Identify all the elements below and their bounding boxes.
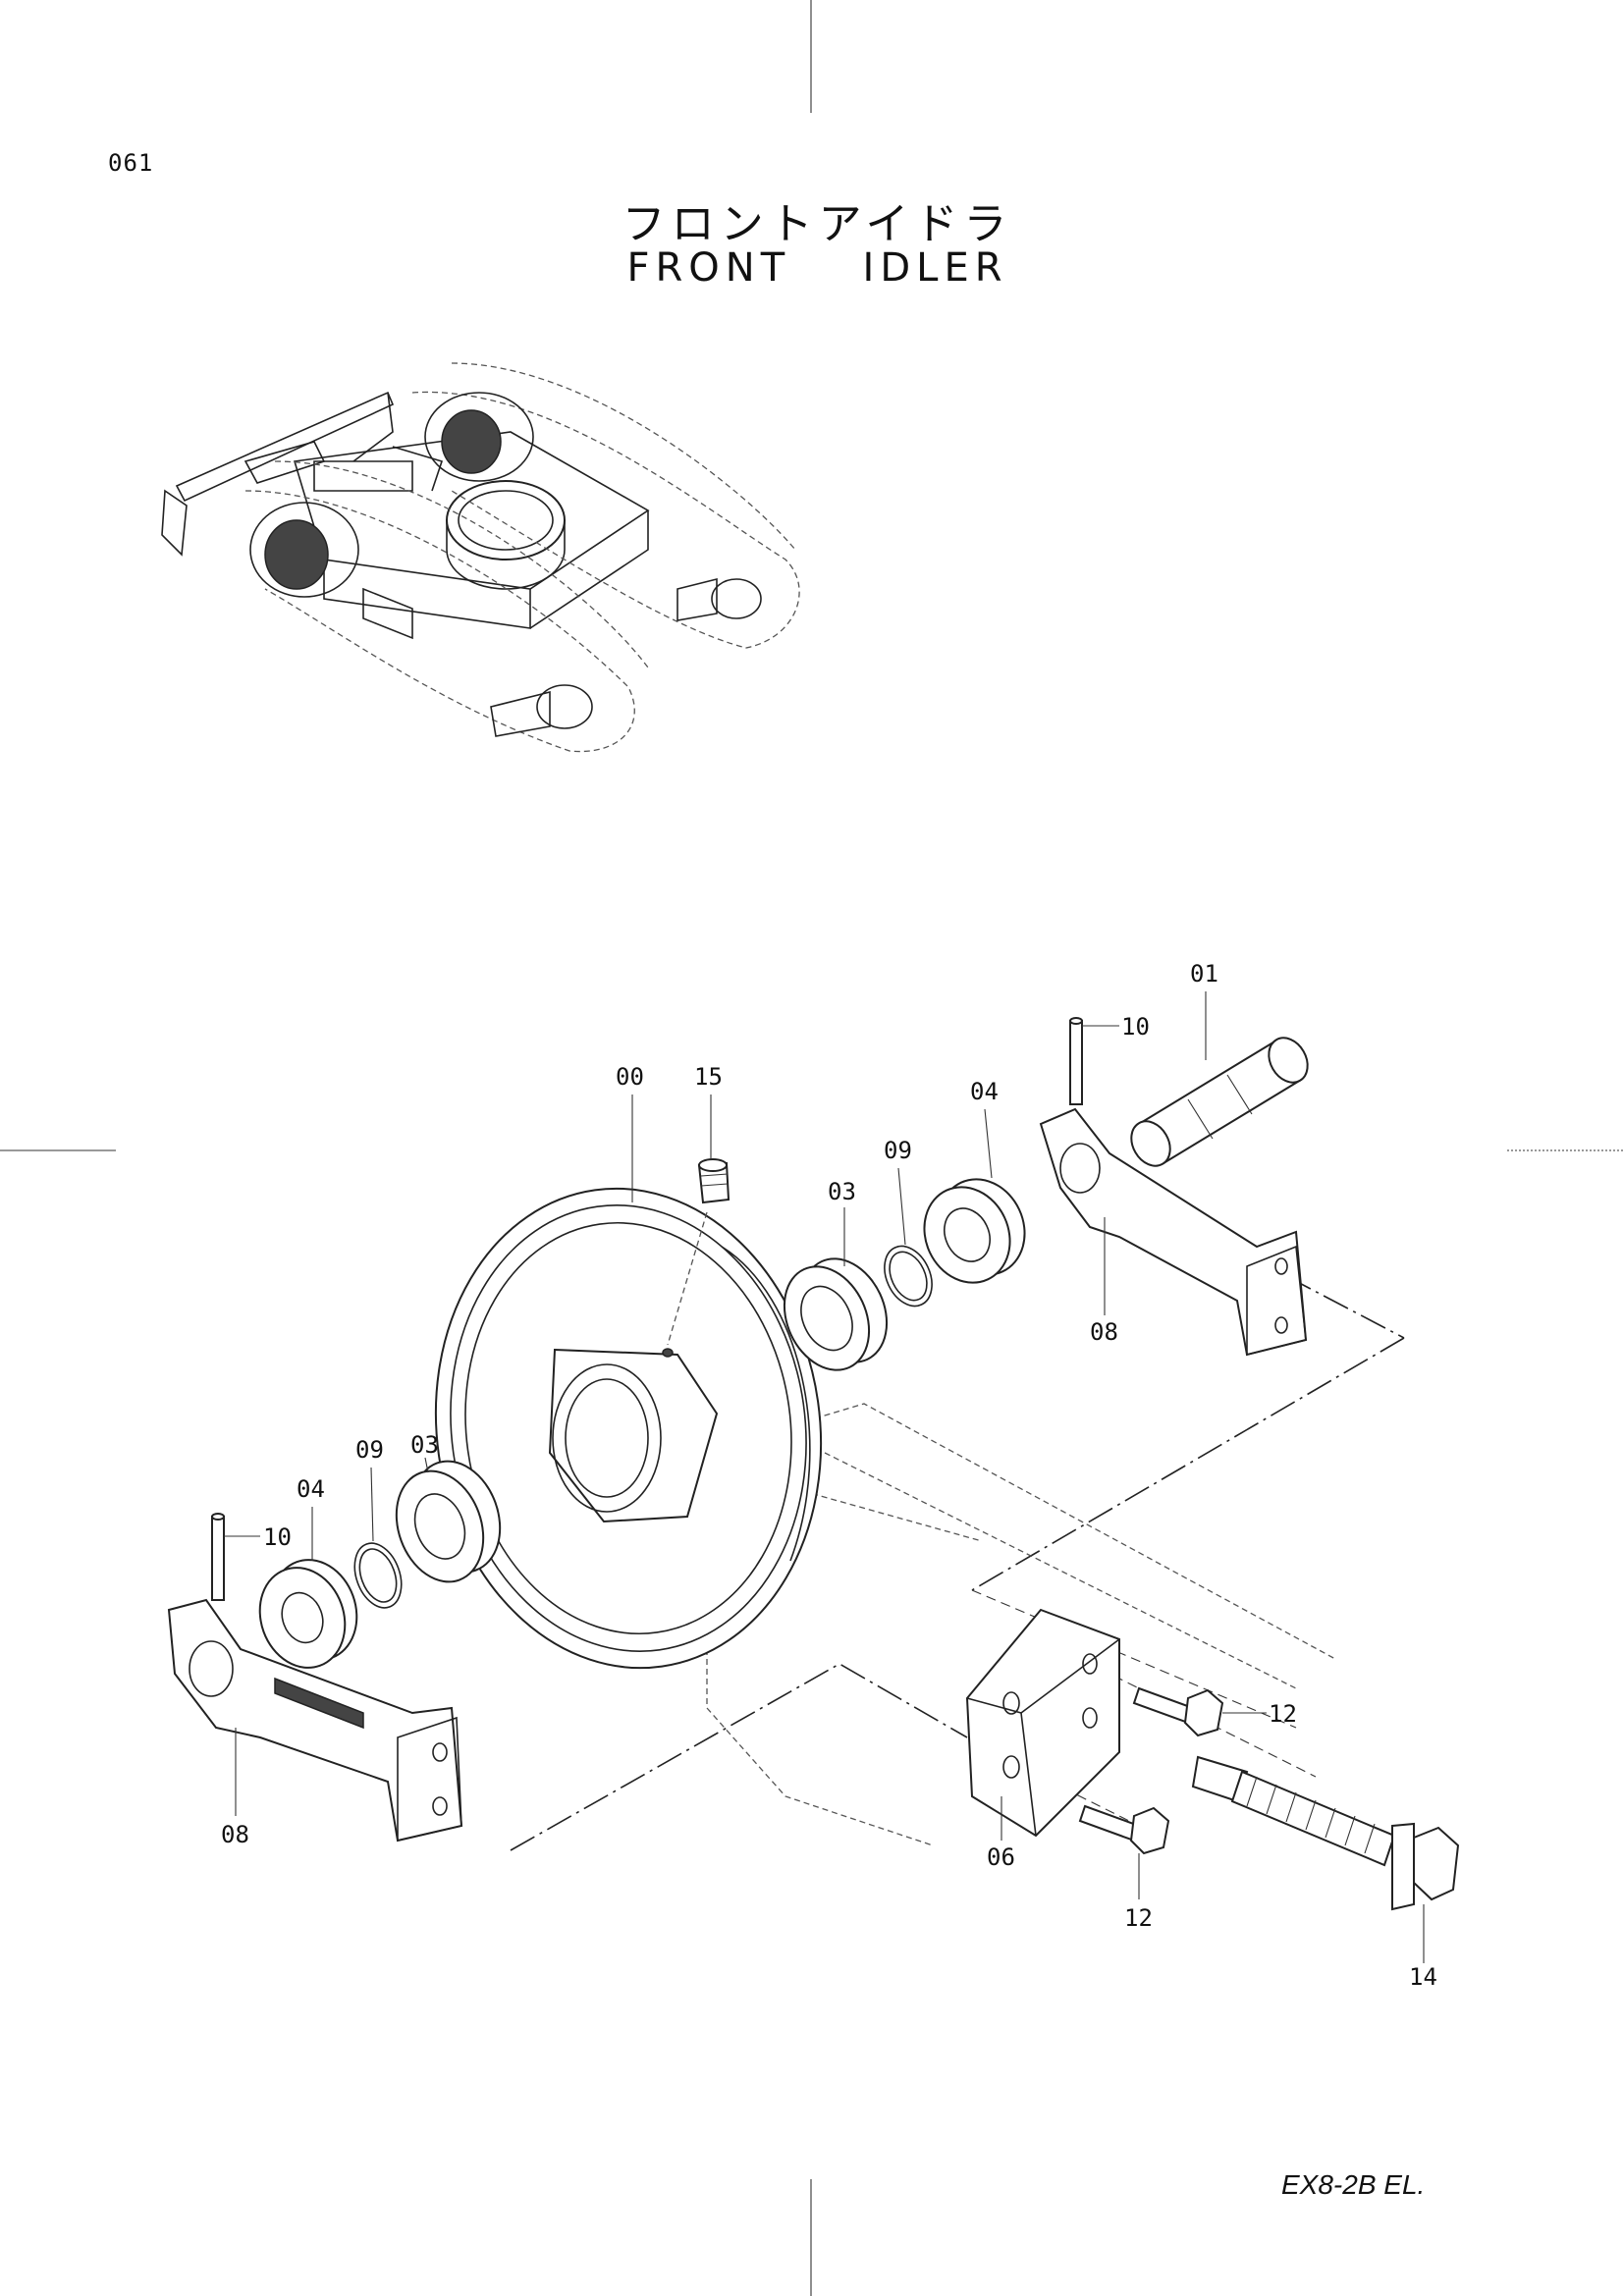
title-japanese: フロントアイドラ: [0, 188, 1623, 251]
callout-09-left: 09: [355, 1436, 384, 1464]
spring-pin-left: [211, 1513, 225, 1601]
callout-10-right: 10: [1121, 1013, 1150, 1041]
seal-left: [258, 1559, 358, 1669]
bolt-lower: [1078, 1804, 1170, 1855]
snap-ring-left: [353, 1542, 403, 1609]
callout-09-right: 09: [884, 1137, 912, 1164]
title-japanese-text: フロントアイドラ: [622, 199, 1013, 249]
model-code: EX8-2B EL.: [1281, 2169, 1426, 2200]
callout-10-left: 10: [263, 1523, 292, 1551]
callout-14: 14: [1409, 1963, 1437, 1991]
callout-leaders: [224, 991, 1425, 1963]
adjuster-bolt: [1191, 1755, 1460, 1911]
callout-01: 01: [1190, 960, 1218, 988]
bracket-left: [167, 1598, 463, 1842]
callout-labels: 00 15 03 09 04 01 10 08 03 09 04 10 08 0…: [221, 960, 1437, 1991]
page-number: 061: [108, 149, 154, 177]
callout-03-right: 03: [828, 1178, 856, 1205]
callout-00: 00: [616, 1063, 644, 1091]
callout-12-upper: 12: [1269, 1700, 1297, 1728]
snap-ring-right: [884, 1245, 933, 1308]
idler-wheel: [434, 1187, 823, 1670]
bearing-right: [783, 1257, 889, 1371]
plug-part: [667, 1158, 730, 1346]
callout-08-left: 08: [221, 1821, 249, 1848]
callout-15: 15: [694, 1063, 723, 1091]
bearing-left: [395, 1460, 502, 1583]
bolt-upper: [1132, 1686, 1224, 1737]
callout-12-lower: 12: [1124, 1904, 1153, 1932]
callout-04-right: 04: [970, 1078, 999, 1105]
spring-pin-right: [1069, 1017, 1083, 1105]
callout-03-left: 03: [410, 1431, 439, 1459]
overview-undercarriage-illustration: [161, 362, 800, 753]
title-english-text: FRONT IDLER: [626, 245, 1008, 291]
shaft-part: [1130, 1037, 1309, 1167]
seal-right: [923, 1178, 1026, 1284]
mounting-plate: [965, 1608, 1120, 1838]
callout-04-left: 04: [297, 1475, 325, 1503]
bracket-right: [1039, 1107, 1308, 1357]
title-english: FRONT IDLER: [0, 245, 1623, 291]
callout-08-right: 08: [1090, 1318, 1118, 1346]
callout-06: 06: [987, 1843, 1015, 1871]
